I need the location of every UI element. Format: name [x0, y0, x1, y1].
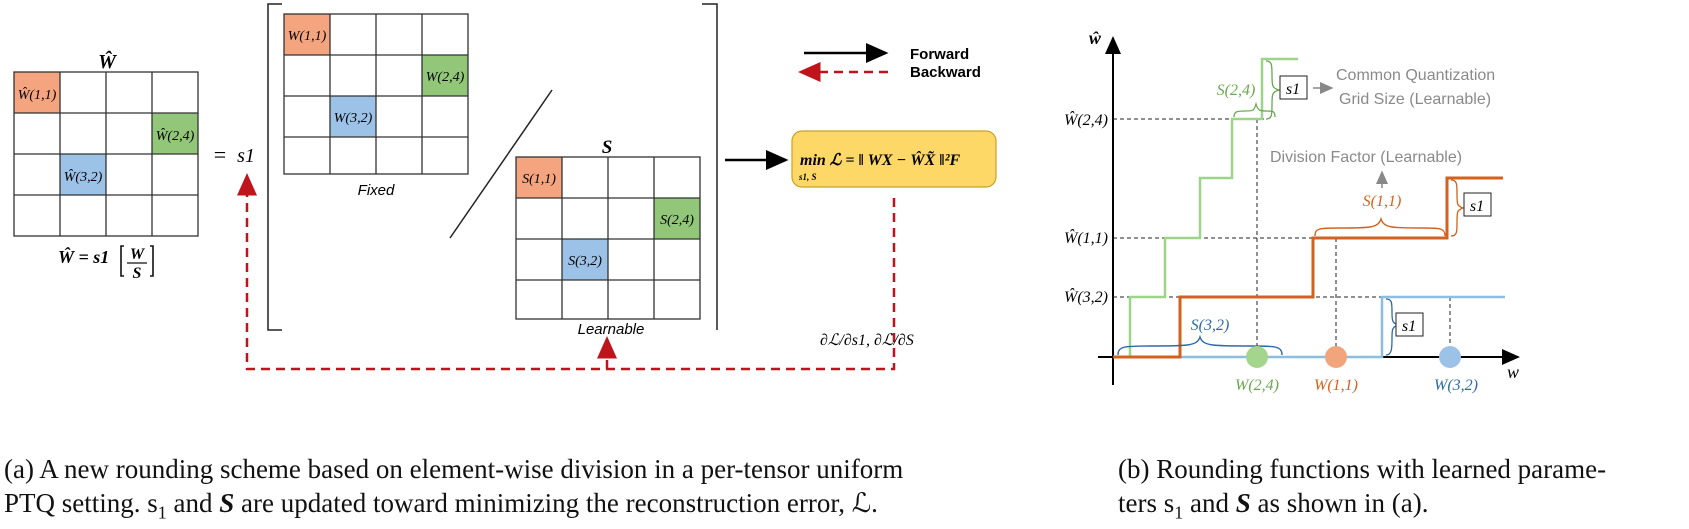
w-hat-cell-1-1-label: Ŵ(1,1)	[18, 86, 57, 103]
fixed-cell-1-1-label: W(1,1)	[288, 29, 327, 44]
s1-box-green	[1279, 75, 1308, 100]
brace-s11	[1314, 216, 1446, 237]
w-hat-cell-2-4	[152, 113, 198, 154]
s11-label: S(1,1)	[1363, 193, 1402, 210]
s1-scale: s1	[237, 145, 255, 167]
caption-a: (a) A new rounding scheme based on eleme…	[4, 452, 903, 529]
caption-a-line2: PTQ setting. s1 and S are updated toward…	[4, 488, 878, 523]
dot-w11	[1325, 346, 1347, 368]
fixed-label: Fixed	[358, 182, 395, 199]
legend-forward-label: Forward	[910, 46, 969, 63]
y-tick-w24: Ŵ(2,4)	[1064, 110, 1108, 129]
w-hat-grid	[13, 71, 199, 237]
rounding-formula-bracket	[120, 245, 154, 277]
green-step-line	[1113, 57, 1298, 359]
caption-a-line1: (a) A new rounding scheme based on eleme…	[4, 454, 904, 484]
fixed-cell-2-4-label: W(2,4)	[426, 70, 465, 85]
learnable-grid	[515, 156, 701, 320]
y-tick-w11: Ŵ(1,1)	[1064, 228, 1108, 247]
loss-formula-subscript: s1, S	[798, 172, 817, 182]
y-axis-label: ŵ	[1088, 28, 1101, 48]
w-hat-cell-2-4-label: Ŵ(2,4)	[156, 127, 195, 144]
learnable-cell-2-4	[654, 198, 700, 239]
s1-box-orange	[1463, 192, 1492, 217]
panel-a: Ŵ Ŵ(1,1) Ŵ(2,4) Ŵ(3,2) Ŵ = s1 W S = s1	[13, 3, 997, 371]
rounding-formula-denominator: S	[133, 265, 142, 282]
caption-b-line1: (b) Rounding functions with learned para…	[1118, 454, 1607, 484]
fixed-cell-2-4	[422, 55, 468, 96]
large-bracket-right	[702, 3, 718, 330]
x-tick-w32: W(3,2)	[1434, 377, 1478, 394]
legend-backward-label: Backward	[910, 64, 981, 81]
caption-b-line2: ters s1 and S as shown in (a).	[1118, 488, 1429, 523]
division-slash	[449, 89, 553, 239]
fixed-grid	[283, 13, 469, 175]
loss-formula: min ℒ = ‖ WX − ŴX̃ ‖²F	[800, 150, 960, 169]
s1-box-blue-label: s1	[1402, 318, 1416, 335]
brace-s32	[1117, 334, 1283, 356]
brace-s24	[1233, 101, 1276, 118]
x-tick-w11: W(1,1)	[1314, 377, 1358, 394]
orange-step-line	[1113, 176, 1503, 359]
dot-w32	[1439, 346, 1461, 368]
x-axis-label: w	[1507, 362, 1519, 382]
learnable-cell-1-1	[516, 157, 562, 198]
s1-box-green-label: s1	[1286, 81, 1300, 98]
caption-b: (b) Rounding functions with learned para…	[1118, 452, 1606, 529]
panel-b: ŵ w Ŵ(2,4) Ŵ(1,1) Ŵ(3,2) S(2,4) S(1,1) S…	[1064, 28, 1520, 394]
rounding-formula-lhs: Ŵ = s1	[58, 246, 109, 267]
w-hat-cell-3-2	[60, 154, 106, 195]
w-hat-cell-3-2-label: Ŵ(3,2)	[64, 168, 103, 185]
large-bracket-left	[267, 3, 282, 331]
learnable-cell-1-1-label: S(1,1)	[522, 172, 556, 187]
loss-box	[791, 130, 997, 188]
s24-label: S(2,4)	[1217, 82, 1256, 99]
annotation-division-factor: Division Factor (Learnable)	[1270, 149, 1462, 166]
learnable-cell-2-4-label: S(2,4)	[660, 213, 694, 228]
fixed-cell-1-1	[284, 14, 330, 55]
s1-box-orange-label: s1	[1470, 198, 1484, 215]
dot-w24	[1246, 346, 1268, 368]
learnable-cell-3-2	[562, 239, 608, 280]
w-hat-cell-1-1	[14, 72, 60, 113]
gradient-labels: ∂ℒ/∂s1, ∂ℒ/∂S	[820, 332, 914, 349]
y-tick-w32: Ŵ(3,2)	[1064, 287, 1108, 306]
fixed-cell-3-2-label: W(3,2)	[334, 111, 373, 126]
s-matrix-label: S	[602, 137, 613, 158]
s1-box-blue	[1395, 312, 1424, 337]
equals-sign: =	[214, 142, 226, 167]
brace-orange-s1	[1450, 179, 1466, 237]
annotation-grid-size-line1: Common Quantization	[1336, 67, 1495, 84]
fixed-cell-3-2	[330, 96, 376, 137]
learnable-label: Learnable	[578, 321, 645, 338]
x-tick-w24: W(2,4)	[1235, 377, 1279, 394]
s32-label: S(3,2)	[1191, 317, 1230, 334]
annotation-grid-size-line2: Grid Size (Learnable)	[1339, 91, 1491, 108]
learnable-cell-3-2-label: S(3,2)	[568, 254, 602, 269]
brace-green-s1	[1265, 60, 1282, 120]
rounding-formula-numerator: W	[130, 246, 146, 263]
w-hat-matrix-label: Ŵ	[98, 49, 117, 73]
figure: Ŵ Ŵ(1,1) Ŵ(2,4) Ŵ(3,2) Ŵ = s1 W S = s1	[13, 3, 1520, 394]
